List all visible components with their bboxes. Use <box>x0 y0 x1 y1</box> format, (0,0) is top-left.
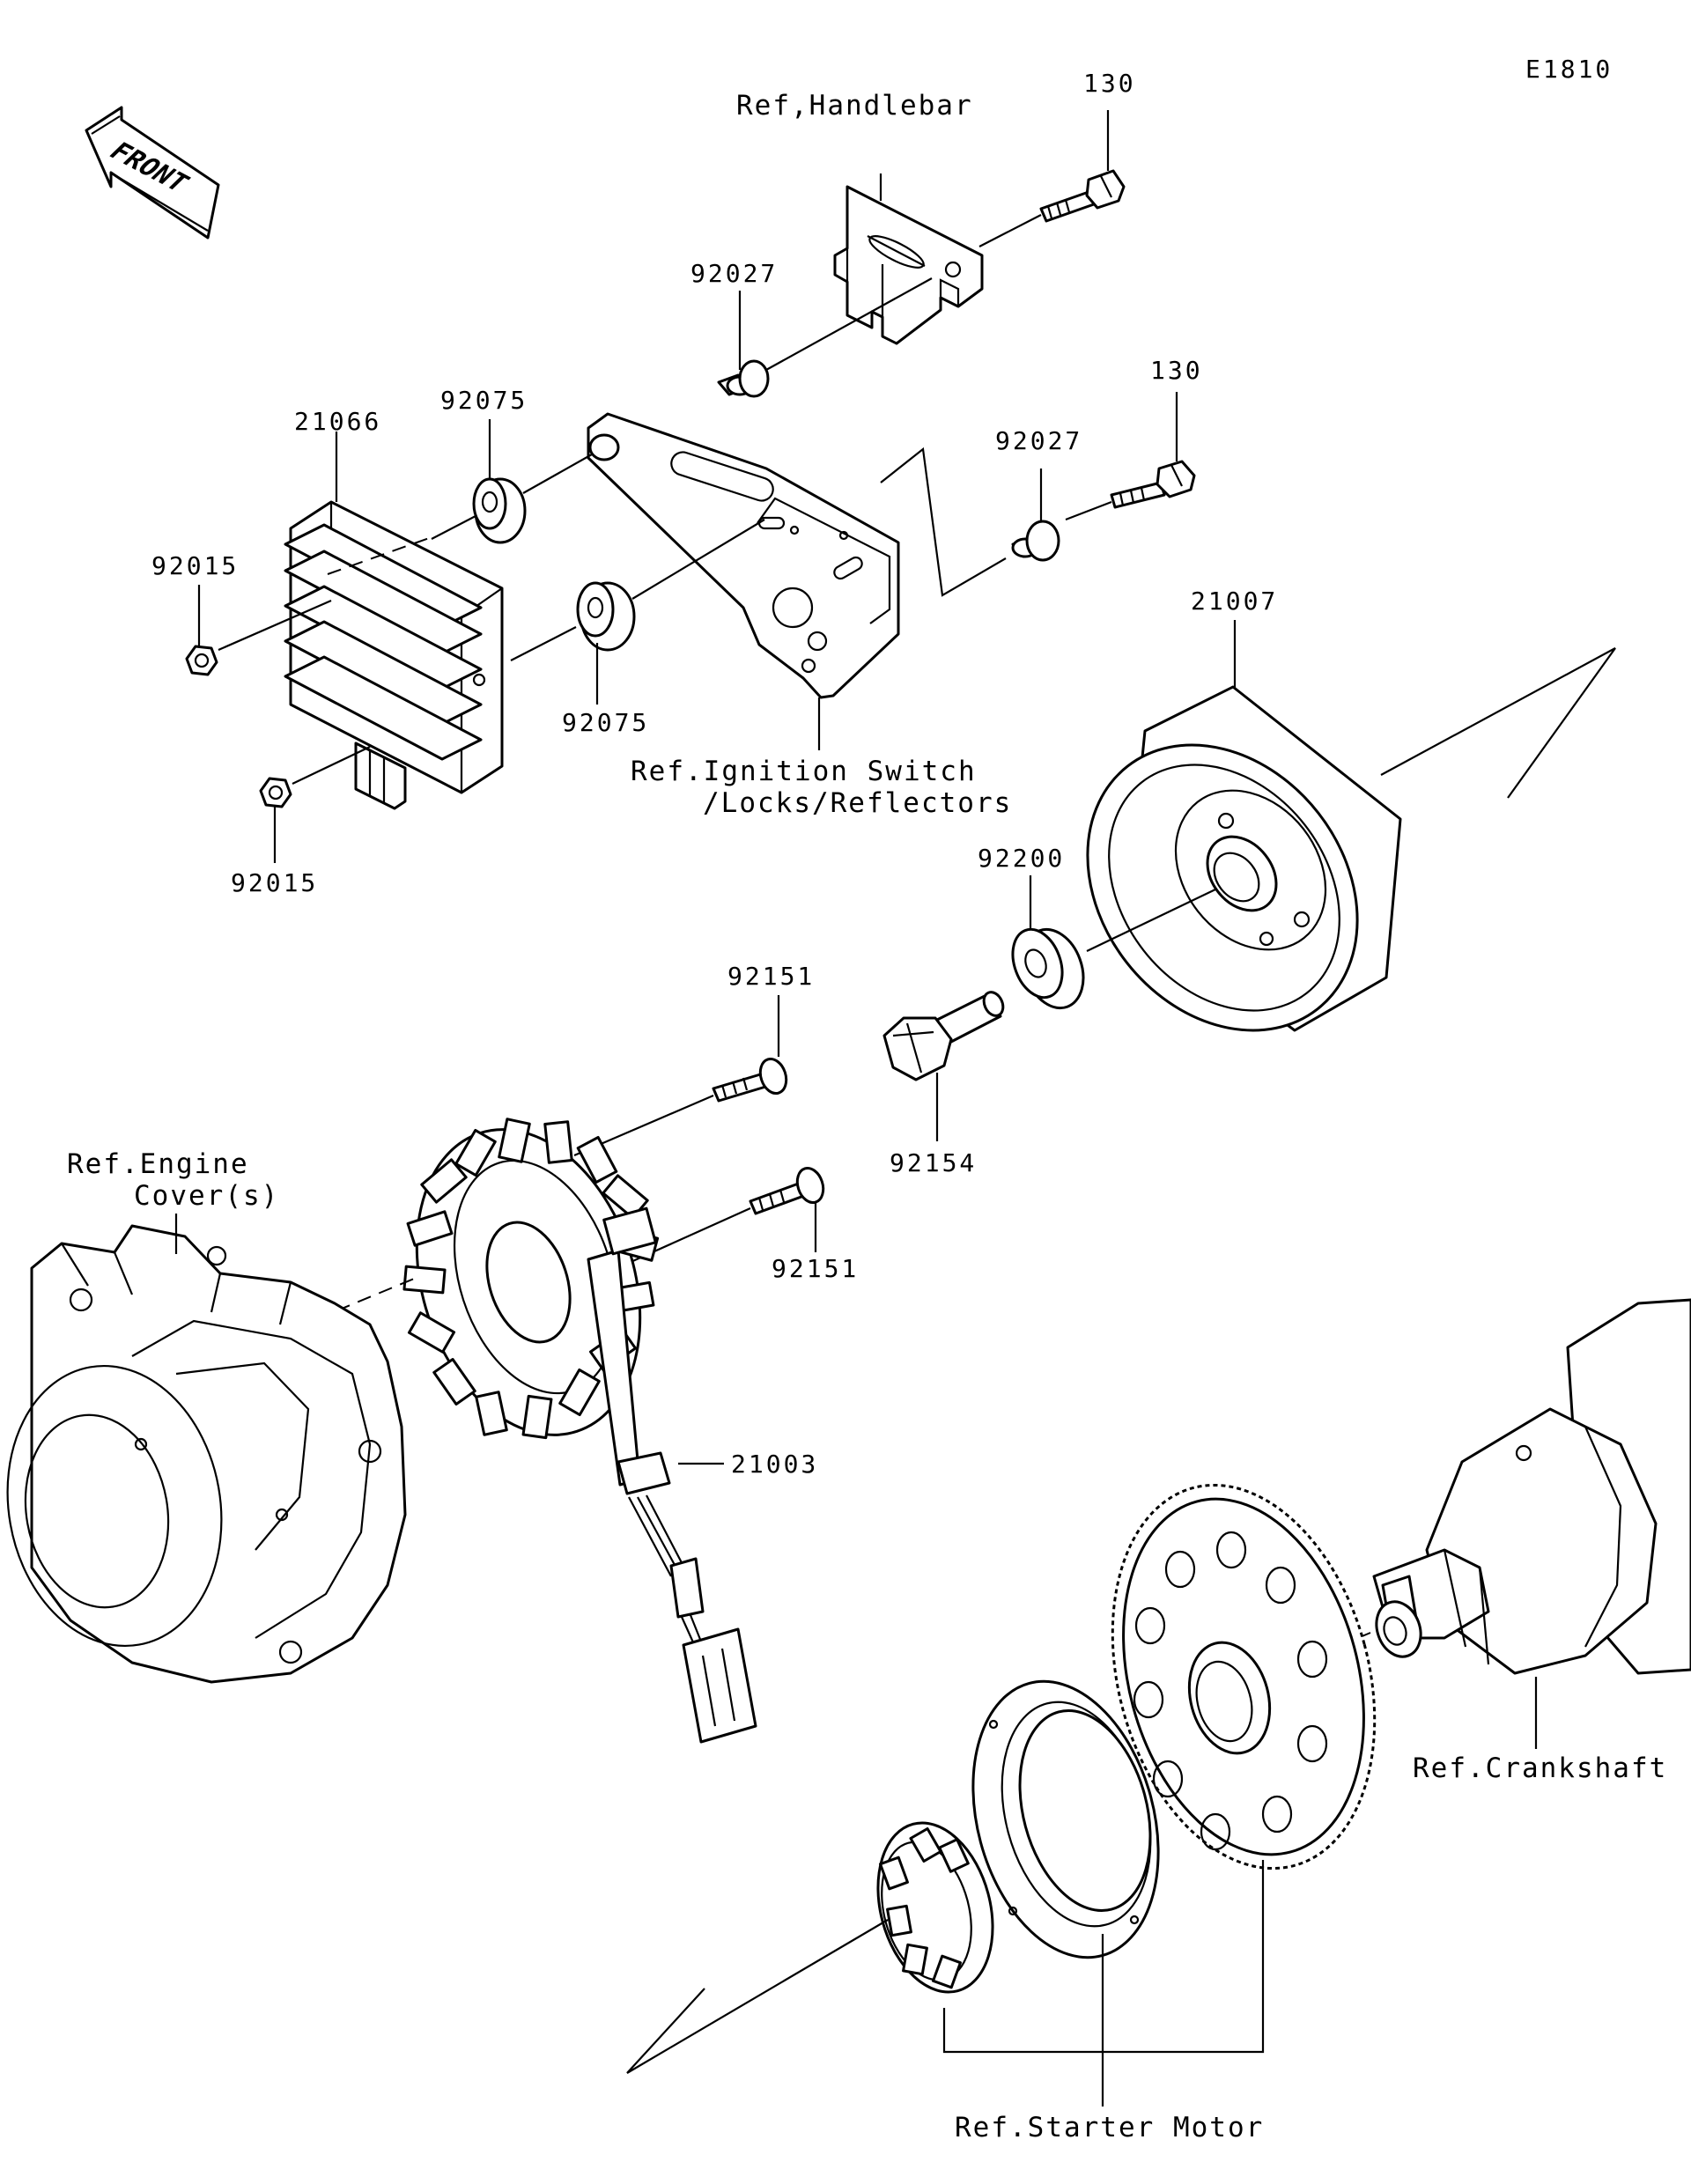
front-arrow-icon: FRONT <box>85 106 220 240</box>
axis-92075-bottom <box>631 519 765 600</box>
grommet-92075-bottom <box>576 581 636 652</box>
axis-92075-top-left <box>431 515 476 540</box>
washer-92200 <box>1011 927 1085 1010</box>
bolt-130-top <box>1039 169 1126 223</box>
collar-92027-mid <box>1011 520 1060 562</box>
screw-92151-top <box>712 1057 788 1103</box>
part-92027-top: 92027 <box>690 259 778 288</box>
ref-crankshaft: Ref.Crankshaft <box>1413 1752 1667 1784</box>
screw-92151-bottom <box>749 1166 825 1215</box>
bolt-92154 <box>882 991 1005 1081</box>
part-92015-top: 92015 <box>151 551 239 580</box>
part-92027-mid: 92027 <box>995 426 1082 455</box>
part-92075-bottom: 92075 <box>562 708 649 737</box>
axis-92200 <box>1086 889 1216 952</box>
nut-92015-bottom <box>259 777 292 808</box>
bracket-21007 <box>1380 647 1616 799</box>
rotor-21007 <box>1086 685 1402 1032</box>
starter-clutch-housing <box>971 1679 1160 1959</box>
ref-starter-motor: Ref.Starter Motor <box>955 2112 1264 2143</box>
axis-92075-bottom-left <box>510 626 577 661</box>
bolt-130-mid <box>1110 460 1196 509</box>
bracket-one-way-clutch <box>626 1919 889 2074</box>
axis-92015-bottom <box>292 746 371 785</box>
ref-engine-cover-line1: Ref.Engine <box>67 1148 249 1180</box>
part-92015-bottom: 92015 <box>231 868 318 897</box>
part-92075-top: 92075 <box>440 386 528 415</box>
axis-92027-top <box>765 277 933 371</box>
axis-130-top <box>978 214 1042 247</box>
part-21066: 21066 <box>294 407 381 436</box>
part-21003: 21003 <box>731 1450 818 1479</box>
ignition-bracket <box>587 412 900 699</box>
part-92154: 92154 <box>890 1148 977 1177</box>
bracket-leader-ignition <box>880 446 1007 597</box>
clutch-rollers <box>879 1827 970 1989</box>
nut-92015-top <box>185 645 218 676</box>
axis-92075-top <box>522 454 593 494</box>
crankshaft <box>1372 1298 1691 1675</box>
axis-21066-top <box>327 536 432 575</box>
diagram-code: E1810 <box>1525 55 1613 84</box>
axis-130-mid <box>1065 500 1112 521</box>
part-21007: 21007 <box>1191 587 1278 616</box>
grommet-92075-top <box>472 477 527 544</box>
regulator-21066 <box>284 500 504 810</box>
part-92151-bottom: 92151 <box>772 1254 859 1283</box>
one-way-clutch <box>876 1821 994 1994</box>
collar-92027-top <box>717 359 770 398</box>
stator-21003 <box>402 1118 757 1744</box>
handlebar-bracket <box>833 185 984 345</box>
engine-cover <box>6 1224 407 1684</box>
ref-ignition-line1: Ref.Ignition Switch <box>631 756 977 787</box>
starter-gear <box>1111 1483 1377 1870</box>
ref-engine-cover-line2: Cover(s) <box>134 1180 279 1212</box>
part-92151-top: 92151 <box>727 962 815 991</box>
part-130-mid: 130 <box>1150 356 1203 385</box>
part-130-top: 130 <box>1083 69 1136 98</box>
axis-92015-top <box>218 599 332 652</box>
part-92200: 92200 <box>978 844 1065 873</box>
ref-ignition-line2: /Locks/Reflectors <box>703 787 1012 819</box>
ref-handlebar: Ref,Handlebar <box>736 90 973 122</box>
